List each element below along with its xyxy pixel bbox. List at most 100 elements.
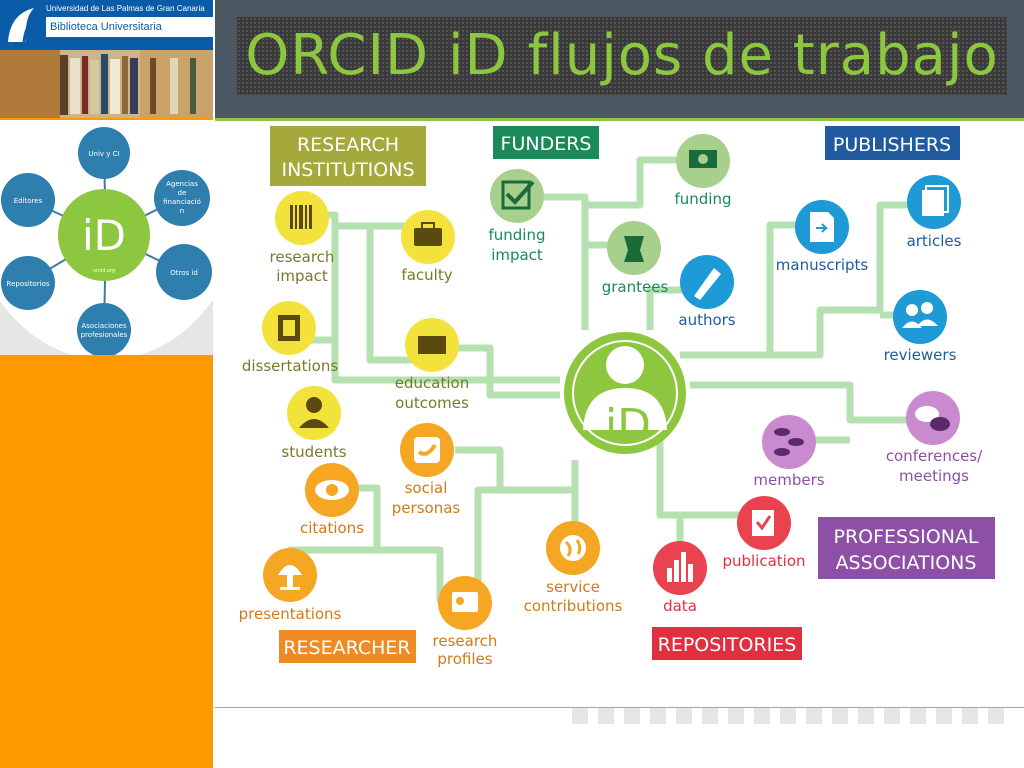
node-social-personas-line2: personas — [392, 499, 461, 517]
node-service-contributions — [546, 521, 600, 575]
person-head-icon — [606, 346, 644, 384]
node-manuscripts-label: manuscripts — [776, 256, 869, 274]
chess-rook-icon — [624, 236, 644, 262]
node-research-profiles — [438, 576, 492, 630]
center-id-label: iD — [605, 400, 651, 451]
category-publishers — [825, 126, 960, 160]
category-repositories — [652, 627, 802, 660]
pen-icon — [694, 268, 721, 300]
node-members — [762, 415, 816, 469]
node-service-contributions-line1: service — [546, 578, 600, 596]
node-funding-impact — [490, 169, 544, 223]
mini-node-editores: Editores — [14, 197, 43, 205]
node-publication — [737, 496, 791, 550]
node-research-profiles-line2: profiles — [437, 650, 492, 667]
orcid-workflow-diagram: RESEARCH INSTITUTIONS FUNDERS PUBLISHERS… — [215, 121, 1024, 668]
node-students — [287, 386, 341, 440]
briefcase-icon — [414, 228, 442, 246]
node-authors-label: authors — [678, 311, 735, 329]
mini-center-sub: orcid.org — [93, 268, 115, 274]
ruler-icon — [418, 336, 446, 354]
globe-icon — [560, 535, 586, 561]
header-divider — [215, 118, 1024, 121]
node-research-impact — [275, 191, 329, 245]
node-funding-impact-line2: impact — [491, 246, 543, 264]
library-name: Biblioteca Universitaria — [46, 17, 213, 37]
mini-node-otros: Otros id — [170, 269, 198, 277]
category-researcher — [279, 630, 416, 663]
node-faculty — [401, 210, 455, 264]
category-professional-associations — [818, 517, 995, 579]
speech-bubbles-icon — [915, 406, 939, 422]
node-faculty-label: faculty — [401, 266, 452, 284]
person-body-icon — [583, 388, 667, 430]
university-emblem-icon — [8, 8, 41, 43]
node-authors — [680, 255, 734, 309]
node-members-label: members — [753, 471, 824, 489]
node-data-label: data — [663, 597, 697, 615]
category-research-institutions-line1: RESEARCH — [297, 134, 399, 156]
node-funding-impact-line1: funding — [488, 226, 545, 244]
category-professional-associations-line1: PROFESSIONAL — [833, 526, 978, 548]
node-service-contributions-line2: contributions — [524, 597, 623, 615]
footer-dash-pattern — [572, 708, 1004, 724]
mini-node-univ: Univ y CI — [88, 150, 119, 158]
category-research-institutions — [270, 126, 426, 186]
node-manuscripts — [795, 200, 849, 254]
category-research-institutions-line2: INSTITUTIONS — [281, 159, 414, 181]
node-dissertations — [262, 301, 316, 355]
node-publication-label: publication — [722, 552, 805, 570]
node-funding — [676, 134, 730, 188]
category-researcher-label: RESEARCHER — [283, 637, 410, 659]
category-publishers-label: PUBLISHERS — [833, 134, 951, 156]
university-logo-banner: Universidad de Las Palmas de Gran Canari… — [0, 0, 213, 118]
barcode-icon — [290, 205, 312, 229]
id-card-icon — [452, 592, 478, 612]
category-professional-associations-line2: ASSOCIATIONS — [836, 552, 977, 574]
node-reviewers-label: reviewers — [884, 346, 957, 364]
node-presentations-label: presentations — [239, 605, 342, 623]
node-education-outcomes-line2: outcomes — [395, 394, 469, 412]
twitter-icon — [414, 437, 440, 463]
publication-icon — [752, 510, 774, 536]
node-conferences — [906, 391, 960, 445]
node-research-impact-line2: impact — [276, 267, 328, 285]
node-articles-label: articles — [907, 232, 962, 250]
footer-divider — [215, 707, 1024, 708]
student-icon — [306, 397, 322, 413]
node-grantees-label: grantees — [602, 278, 669, 296]
node-students-label: students — [281, 443, 346, 461]
node-presentations — [263, 548, 317, 602]
fish-icon — [774, 428, 804, 456]
node-citations — [305, 463, 359, 517]
node-grantees — [607, 221, 661, 275]
category-funders — [493, 126, 599, 159]
title-background — [237, 17, 1007, 95]
node-data — [653, 541, 707, 595]
node-reviewers — [893, 290, 947, 344]
library-shelves-photo — [0, 50, 213, 118]
people-icon — [906, 304, 918, 316]
node-social-personas-line1: social — [405, 479, 448, 497]
mini-node-repositorios: Repositorios — [7, 280, 50, 288]
node-conferences-line1: conferences/ — [886, 447, 983, 465]
checkbox-icon — [501, 180, 531, 210]
university-name: Universidad de Las Palmas de Gran Canari… — [46, 4, 205, 13]
node-citations-label: citations — [300, 519, 364, 537]
lectern-icon — [278, 565, 302, 575]
article-icon — [922, 190, 944, 216]
node-research-impact-line1: research — [270, 248, 335, 266]
node-articles — [907, 175, 961, 229]
category-funders-label: FUNDERS — [501, 133, 592, 155]
node-education-outcomes-line1: education — [395, 374, 469, 392]
node-dissertations-label: dissertations — [242, 357, 339, 375]
mini-center-label: iD — [82, 211, 126, 260]
node-conferences-line2: meetings — [899, 467, 969, 485]
node-funding-label: funding — [674, 190, 731, 208]
bar-chart-icon — [667, 552, 693, 582]
node-social-personas — [400, 423, 454, 477]
node-research-profiles-line1: research — [433, 632, 498, 650]
